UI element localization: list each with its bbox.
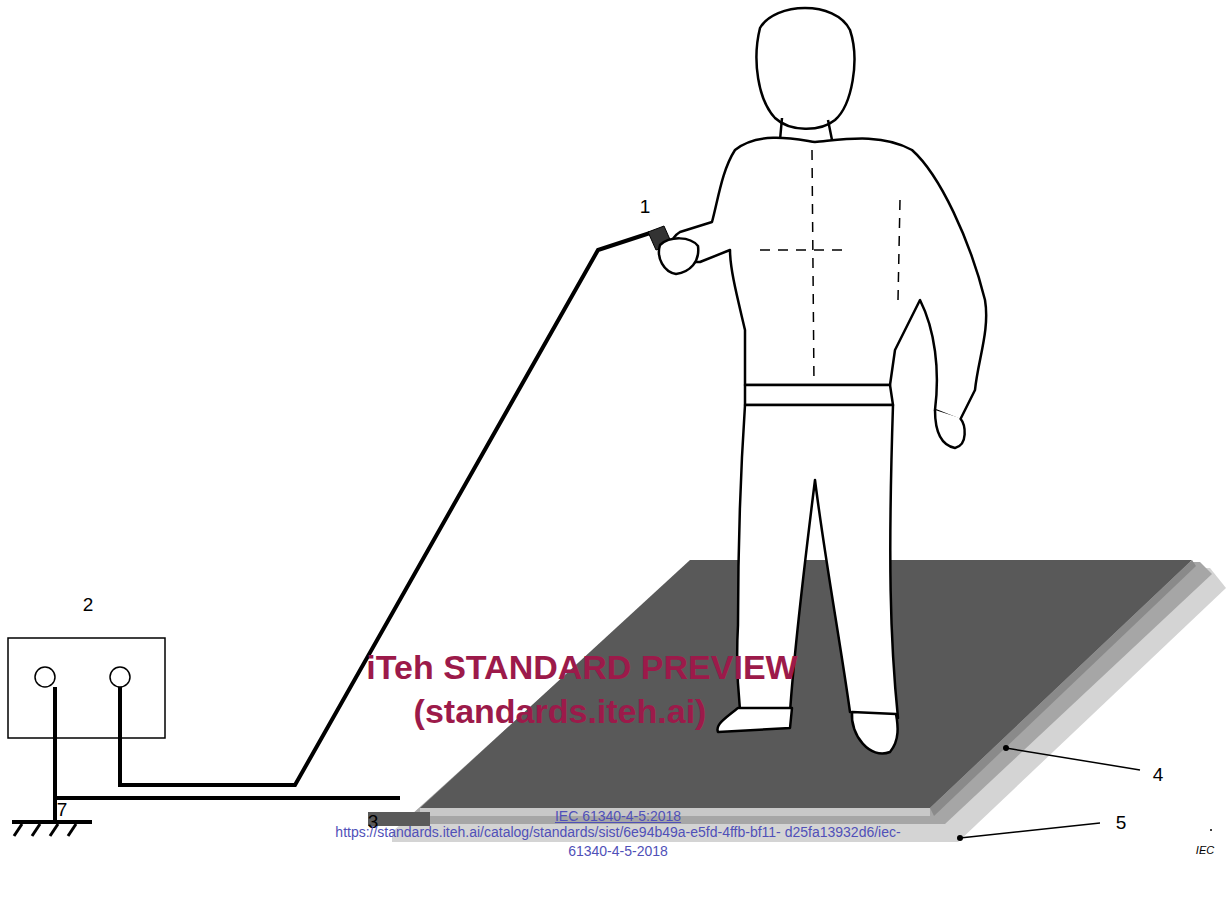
- wire: [55, 796, 400, 800]
- callout-number: 7: [57, 799, 68, 821]
- mat-edge: [930, 560, 1196, 816]
- terminal: [35, 667, 55, 687]
- wire: [53, 687, 57, 822]
- meter-box: [8, 638, 165, 738]
- ground-hatch: [14, 824, 76, 836]
- watermark: iTeh STANDARD PREVIEW: [366, 648, 797, 687]
- leader-dot: [957, 835, 963, 841]
- ground-symbol: [12, 820, 92, 824]
- watermark: (standards.iteh.ai): [414, 692, 707, 731]
- callout-number: 4: [1153, 764, 1164, 786]
- watermark-url: https://standards.iteh.ai/catalog/standa…: [318, 823, 918, 861]
- callout-number: 5: [1116, 812, 1127, 834]
- callout-number: 1: [640, 196, 651, 218]
- leader-line: [1210, 829, 1212, 831]
- source-mark: IEC: [1196, 844, 1214, 857]
- callout-number: 2: [83, 594, 94, 616]
- leader-dot: [1003, 745, 1009, 751]
- terminal: [110, 667, 130, 687]
- watermark-link: IEC 61340-4-5:2018: [555, 808, 681, 824]
- leader-line: [1006, 748, 1140, 770]
- person: [659, 8, 986, 754]
- leader-line: [960, 823, 1100, 838]
